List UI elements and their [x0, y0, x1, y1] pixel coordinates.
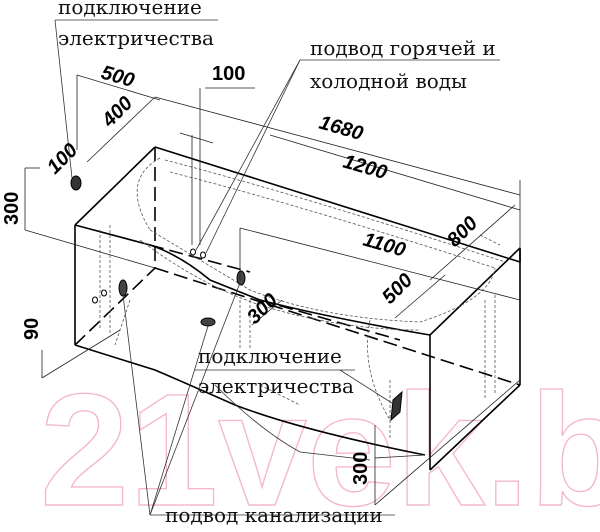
dim-90: 90 — [21, 318, 43, 340]
label-electric-top-1: подключение — [58, 0, 202, 19]
dim-300-left: 300 — [1, 192, 23, 225]
dim-400: 400 — [97, 92, 137, 132]
dim-1100: 1100 — [361, 229, 408, 262]
bathtub-outline — [74, 146, 521, 471]
label-electric-mid-1: подключение — [198, 344, 342, 368]
label-water-1: подвод горячей и — [310, 36, 496, 60]
dimension-lines — [24, 74, 521, 506]
dim-500-top: 500 — [99, 62, 137, 92]
leader-lines — [54, 19, 500, 516]
watermark: 21vek.by — [40, 360, 600, 532]
label-water-2: холодной воды — [310, 69, 467, 93]
dim-1680: 1680 — [317, 112, 366, 145]
label-sewer: подвод канализации — [165, 503, 383, 527]
dim-300-bottom: 300 — [350, 452, 372, 485]
electric-socket-right-icon — [390, 390, 403, 422]
overflow-icon — [236, 270, 246, 286]
inner-bowl-hidden-lines — [99, 157, 506, 440]
dim-500-right: 500 — [378, 269, 417, 308]
cold-water-inlet-icon — [200, 251, 206, 259]
drain-bottom-icon — [200, 317, 216, 327]
dim-1200: 1200 — [341, 151, 390, 184]
dim-100-top: 100 — [212, 63, 245, 85]
electric-socket-left-icon — [70, 175, 82, 191]
label-electric-top-2: электричества — [58, 26, 214, 50]
annotations: подключение электричества подвод горячей… — [58, 0, 496, 527]
fixtures — [70, 175, 403, 422]
dim-100-left: 100 — [43, 139, 82, 178]
dim-800: 800 — [443, 212, 482, 251]
hot-water-inlet-icon — [190, 248, 196, 256]
label-electric-mid-2: электричества — [198, 374, 354, 398]
drain-left-icon — [118, 279, 128, 297]
